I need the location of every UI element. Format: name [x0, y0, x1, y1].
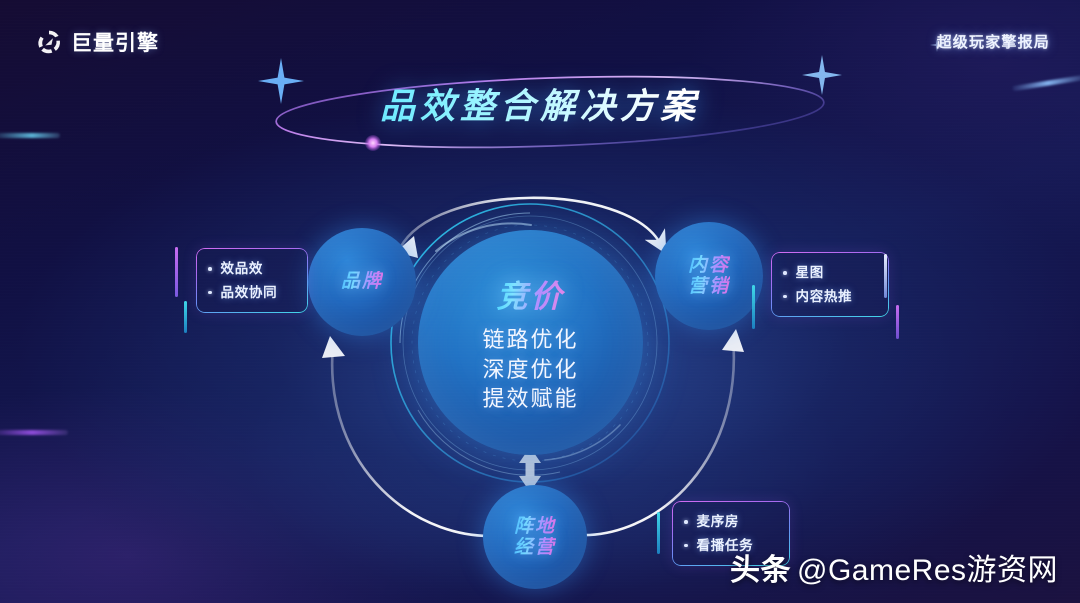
watermark-account: @GameRes游资网: [797, 554, 1058, 587]
core-line-3: 提效赋能: [482, 384, 578, 414]
title-block: 品效整合解决方案: [0, 58, 1080, 163]
core-title: 竞价: [497, 271, 565, 316]
bullet-icon: [783, 271, 787, 275]
accent-bar-bottom-cyan: [657, 512, 660, 554]
core-line-2: 深度优化: [482, 355, 578, 385]
watermark: 头条 @GameRes游资网: [730, 545, 1058, 589]
decor-streak-cyan-left: [0, 133, 60, 138]
node-field-operation[interactable]: 阵地 经营: [483, 485, 587, 589]
callout-right-item-2: 内容热推: [783, 285, 875, 309]
juliang-swirl-icon: [36, 29, 62, 55]
node-brand[interactable]: 品牌: [308, 228, 416, 336]
callout-right-item-1: 星图: [783, 261, 875, 285]
callout-left-item-1: 效品效: [208, 257, 294, 281]
callout-bottom-item-2-label: 看播任务: [697, 534, 754, 558]
node-brand-label: 品牌: [341, 271, 383, 292]
callout-right-item-2-label: 内容热推: [796, 285, 853, 309]
accent-bar-left-magenta: [175, 247, 178, 297]
callout-bottom-item-2: 看播任务: [684, 534, 776, 558]
node-field-label-line2: 经营: [514, 537, 556, 558]
bullet-icon: [208, 267, 212, 271]
bullet-icon: [684, 543, 688, 548]
logo-text: 巨量引擎: [71, 27, 159, 57]
callout-bottom-item-1: 麦序房: [684, 510, 776, 534]
callout-bottom-item-1-label: 麦序房: [697, 510, 740, 534]
callout-left-item-2: 品效协同: [208, 281, 294, 305]
corner-brand-label: 超级玩家擎报局: [937, 31, 1050, 52]
core-node-bidding[interactable]: 竞价 链路优化 深度优化 提效赋能: [418, 230, 643, 455]
node-content-label-line2: 营销: [688, 276, 730, 297]
accent-bar-right-cyan: [752, 285, 755, 329]
callout-left-item-2-label: 品效协同: [221, 281, 278, 305]
title-ellipse-decor: [275, 75, 825, 151]
core-line-1: 链路优化: [482, 325, 578, 355]
bullet-icon: [208, 290, 212, 295]
accent-bar-far-right-white: [884, 254, 887, 298]
page-title: 品效整合解决方案: [0, 78, 1080, 129]
bullet-icon: [684, 520, 688, 524]
watermark-platform: 头条: [730, 554, 791, 587]
node-content-marketing[interactable]: 内容 营销: [655, 222, 763, 330]
bullet-icon: [783, 294, 787, 299]
accent-bar-left-cyan: [184, 301, 187, 333]
accent-bar-far-right-magenta: [896, 305, 899, 339]
callout-right-item-1-label: 星图: [796, 261, 824, 285]
decor-streak-purple-left: [0, 430, 68, 435]
brand-logo: 巨量引擎: [36, 27, 159, 57]
node-content-label-line1: 内容: [688, 255, 730, 276]
node-field-label-line1: 阵地: [514, 516, 556, 537]
callout-left-item-1-label: 效品效: [221, 257, 264, 281]
